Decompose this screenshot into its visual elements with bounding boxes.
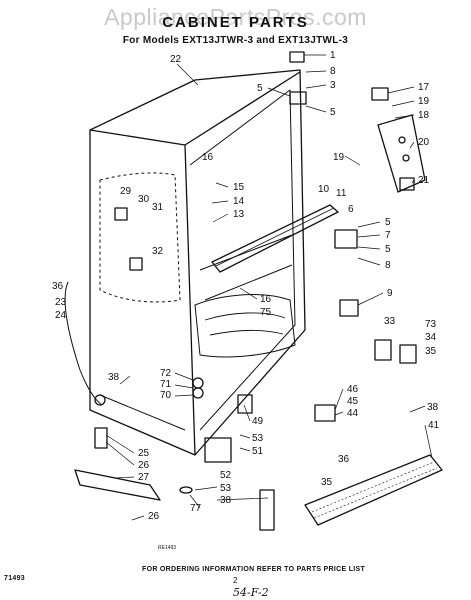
diagram-subtitle: For Models EXT13JTWR-3 and EXT13JTWL-3 <box>122 35 349 46</box>
callout-37: 38 <box>108 372 120 383</box>
callout-75: 73 <box>425 319 437 330</box>
callout-25: 25 <box>138 448 150 459</box>
callout-14: 15 <box>233 182 245 193</box>
callout-26: 26 <box>138 460 150 471</box>
callout-30: 30 <box>138 194 150 205</box>
callout-24: 24 <box>55 310 67 321</box>
callout-27: 27 <box>138 472 150 483</box>
callout-15: 16 <box>202 152 214 163</box>
callout-23: 23 <box>55 297 67 308</box>
callout-53: 53 <box>220 483 232 494</box>
callout-45: 45 <box>347 396 359 407</box>
callout-77: 77 <box>190 503 202 514</box>
figure-code: RE1493 <box>158 545 176 551</box>
callout-71: 71 <box>160 379 172 390</box>
callout-38b: 38 <box>220 495 232 506</box>
callout-46: 46 <box>347 384 359 395</box>
callout-1: 1 <box>330 50 336 61</box>
callout-21: 21 <box>418 175 430 186</box>
callouts: 22 1 8 3 5 5 17 19 18 20 19 21 16 15 14 … <box>52 50 440 522</box>
callout-19: 19 <box>418 96 430 107</box>
callout-19b: 19 <box>333 152 345 163</box>
hinge-bracket <box>377 114 426 193</box>
callout-35b: 35 <box>321 477 333 488</box>
callout-4: 5 <box>257 83 263 94</box>
callout-5c: 5 <box>385 244 391 255</box>
callout-32: 32 <box>152 246 164 257</box>
callout-44: 44 <box>347 408 359 419</box>
cabinet-top-edge <box>184 71 301 146</box>
callout-36: 36 <box>52 281 64 292</box>
callout-13: 14 <box>233 196 245 207</box>
callout-52: 52 <box>220 470 232 481</box>
callout-31: 31 <box>152 202 164 213</box>
callout-36b: 36 <box>338 454 350 465</box>
callout-8: 8 <box>330 66 336 77</box>
callout-5b: 5 <box>385 217 391 228</box>
callout-11: 11 <box>336 188 347 199</box>
callout-35: 35 <box>425 346 437 357</box>
callout-51: 51 <box>252 446 264 457</box>
callout-16: 16 <box>260 294 272 305</box>
page-number: 2 <box>233 576 238 585</box>
callout-49: 49 <box>252 416 264 427</box>
callout-12: 13 <box>233 209 245 220</box>
callout-5: 5 <box>330 107 336 118</box>
callout-72: 72 <box>160 368 172 379</box>
callout-26b: 26 <box>148 511 160 522</box>
ordering-note: FOR ORDERING INFORMATION REFER TO PARTS … <box>142 566 365 573</box>
callout-7: 7 <box>385 230 391 241</box>
diagram-title: CABINET PARTS <box>162 14 309 31</box>
callout-38: 38 <box>427 402 439 413</box>
handwritten-code: 54-F-2 <box>233 586 269 599</box>
callout-73: 53 <box>252 433 264 444</box>
callout-70: 70 <box>160 390 172 401</box>
callout-3: 3 <box>330 80 336 91</box>
watermark: AppliancePartsPros.com <box>104 4 367 30</box>
callout-22: 22 <box>170 54 182 65</box>
cabinet-outline <box>89 69 306 456</box>
callout-10: 10 <box>318 184 330 195</box>
callout-8b: 8 <box>385 260 391 271</box>
callout-41: 41 <box>428 420 440 431</box>
callout-20: 20 <box>418 137 430 148</box>
divider-bar <box>211 204 339 273</box>
callout-9: 9 <box>387 288 393 299</box>
callout-6: 6 <box>348 204 354 215</box>
callout-18: 18 <box>418 110 430 121</box>
callout-76: 75 <box>260 307 272 318</box>
callout-29: 29 <box>120 186 132 197</box>
callout-17: 17 <box>418 82 430 93</box>
callout-34: 34 <box>425 332 437 343</box>
base-grille <box>304 454 443 526</box>
doc-number: 71493 <box>4 575 25 582</box>
callout-33: 33 <box>384 316 396 327</box>
